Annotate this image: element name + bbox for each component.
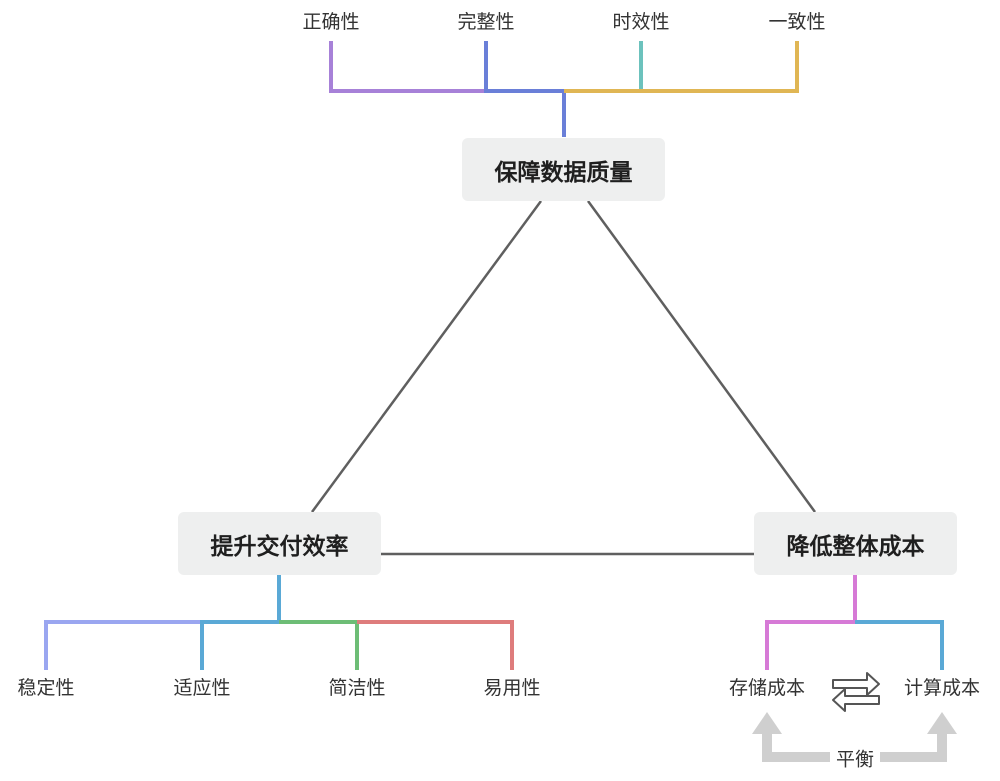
leaf-correctness: 正确性: [302, 11, 360, 33]
cost-tree: [765, 575, 944, 670]
up-arrow-right-icon: [927, 712, 957, 734]
quality-tree: [329, 41, 799, 137]
efficiency-tree: [44, 575, 514, 670]
quality-branch-2: [484, 41, 564, 93]
efficiency-branch-4: [357, 620, 514, 670]
leaf-compute-cost: 计算成本: [903, 677, 981, 699]
leaf-stability: 稳定性: [17, 677, 75, 699]
efficiency-branch-2: [200, 620, 279, 670]
leaf-simplicity: 简洁性: [328, 677, 386, 699]
leaf-consistency: 一致性: [768, 11, 826, 33]
quality-branch-4: [564, 41, 799, 93]
edge-quality-efficiency: [310, 200, 543, 513]
up-arrow-left-icon: [752, 712, 782, 734]
cost-branch-2: [855, 620, 944, 670]
leaf-timeliness: 时效性: [612, 11, 670, 33]
quality-branch-3: [564, 41, 643, 93]
edge-quality-cost: [586, 200, 817, 513]
leaf-storage-cost: 存储成本: [728, 677, 806, 699]
node-efficiency[interactable]: 提升交付效率: [178, 512, 381, 575]
efficiency-branch-1: [44, 620, 279, 670]
exchange-arrows-icon: [832, 672, 880, 712]
cost-branch-1: [765, 620, 855, 670]
quality-branch-1: [329, 41, 564, 93]
leaf-usability: 易用性: [483, 677, 541, 699]
efficiency-branch-3: [279, 620, 359, 670]
leaf-completeness: 完整性: [457, 11, 515, 33]
node-cost[interactable]: 降低整体成本: [754, 512, 957, 575]
node-quality[interactable]: 保障数据质量: [462, 138, 665, 201]
balance-label: 平衡: [829, 750, 881, 770]
leaf-adaptability: 适应性: [173, 677, 231, 699]
